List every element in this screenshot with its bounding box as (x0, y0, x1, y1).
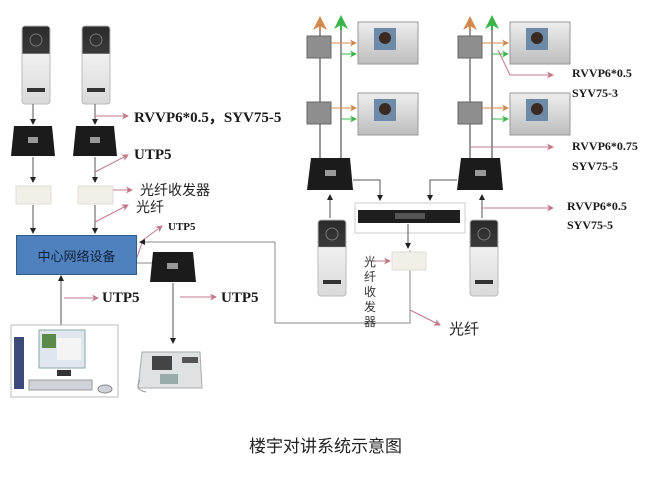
decoder (73, 126, 117, 156)
label-char: 纤 (364, 270, 377, 284)
network-switch (358, 210, 460, 223)
cable-label: RVVP6*0.5 (572, 66, 632, 80)
fiber-transceiver-label: 光纤收发器 (140, 183, 210, 199)
door-station (81, 25, 111, 105)
decoder (11, 126, 55, 156)
cable-label: SYV75-5 (572, 159, 619, 173)
cable-label: UTP5 (134, 147, 172, 163)
cable-label: UTP5 (221, 290, 259, 306)
floor-distributor (457, 101, 483, 125)
floor-distributor (306, 35, 332, 59)
label-char: 收 (364, 285, 377, 299)
cable-label: UTP5 (102, 290, 140, 306)
diagram-caption: 楼宇对讲系统示意图 (249, 437, 402, 457)
fiber-label: 光纤 (449, 320, 480, 338)
floor-distributor (306, 101, 332, 125)
door-station (317, 219, 347, 297)
management-pc (10, 324, 119, 398)
indoor-monitor (509, 21, 571, 65)
indoor-monitor (357, 92, 419, 136)
fiber-transceiver-box (77, 185, 114, 205)
guard-phone (137, 351, 203, 393)
fiber-transceiver-box (15, 185, 52, 205)
door-station (469, 219, 499, 297)
label-char: 光 (364, 255, 377, 269)
cable-label: UTP5 (168, 221, 196, 233)
cable-label: RVVP6*0.5 (567, 199, 627, 213)
indoor-monitor (357, 21, 419, 65)
cable-label: SYV75-5 (567, 218, 614, 232)
decoder (457, 158, 503, 190)
cable-label: SYV75-3 (572, 86, 619, 100)
fiber-transceiver-vertical-label: 光 纤 收 发 器 (364, 255, 378, 330)
fiber-transceiver-box (391, 251, 427, 271)
floor-distributor (457, 35, 483, 59)
central-network-device: 中心网络设备 (16, 235, 137, 275)
cable-label: RVVP6*0.75 (572, 139, 638, 153)
label-char: 器 (364, 315, 377, 329)
cable-label: RVVP6*0.5，SYV75-5 (134, 110, 282, 126)
label-char: 发 (364, 300, 377, 314)
guard-decoder (150, 252, 196, 282)
door-station (21, 25, 51, 105)
indoor-monitor (509, 92, 571, 136)
fiber-label: 光纤 (136, 200, 164, 216)
decoder (307, 158, 353, 190)
central-network-device-label: 中心网络设备 (37, 249, 116, 265)
